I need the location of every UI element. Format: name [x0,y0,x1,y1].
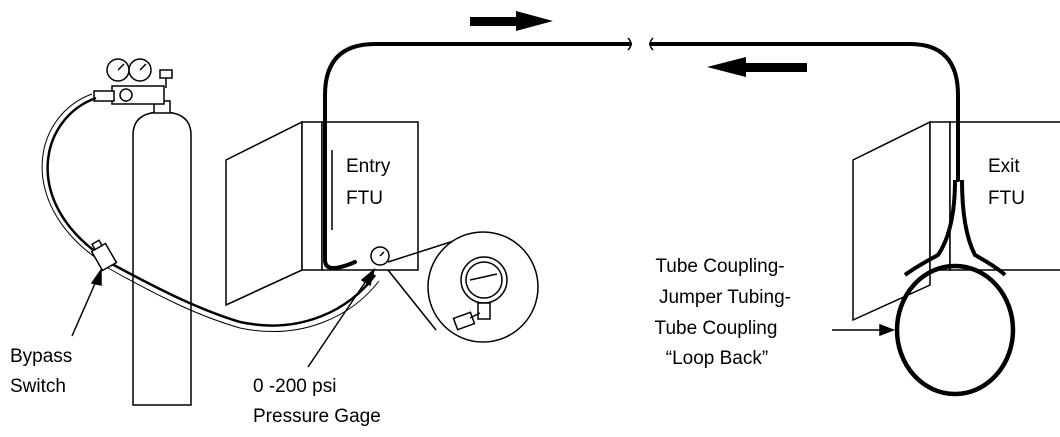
loop-leader-arrow [832,323,896,337]
loop-back-label-line2: Jumper Tubing- [659,287,791,308]
tubing-break-mark [627,37,654,51]
flow-right-arrow [470,11,553,31]
flow-left-arrow [707,57,807,77]
regulator [93,58,173,105]
gage-detail [387,231,539,343]
pressure-gage-label-line1: 0 -200 psi [253,376,336,397]
entry-ftu [225,120,419,307]
pressure-gage [370,246,390,266]
exit-ftu-label-line2: FTU [988,188,1025,209]
entry-ftu-label-line1: Entry [346,156,391,177]
loop-back-label-line3: Tube Coupling [655,318,778,339]
bypass-leader-arrow [71,267,102,337]
entry-ftu-label-line2: FTU [346,188,383,209]
supply-hose [41,93,380,332]
bypass-switch [90,239,118,272]
loop-back-label-line4: “Loop Back” [666,348,768,369]
loop-back [894,179,1016,397]
exit-ftu [852,120,1060,322]
exit-ftu-label-line1: Exit [988,156,1020,177]
gage-leader-arrow [307,267,376,368]
pressure-gage-label-line2: Pressure Gage [253,406,381,427]
gas-cylinder [132,92,192,406]
bypass-switch-label-line2: Switch [10,376,66,397]
loop-back-label-line1: Tube Coupling- [655,256,784,277]
bypass-switch-label-line1: Bypass [10,346,72,367]
main-tubing [323,42,960,270]
